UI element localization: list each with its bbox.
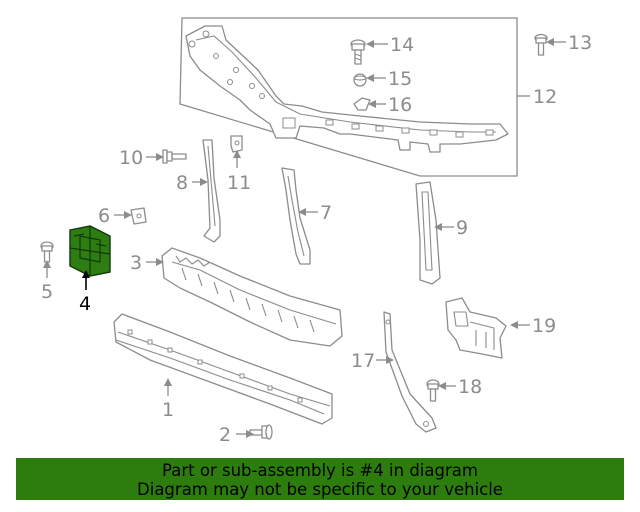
part-14-bolt[interactable]: [350, 39, 366, 65]
svg-text:8: 8: [176, 172, 188, 194]
banner-line-2: Diagram may not be specific to your vehi…: [137, 480, 503, 499]
part-6-clip[interactable]: [130, 207, 147, 225]
callout-2: 2: [219, 424, 254, 446]
part-3-energy-absorber[interactable]: [161, 247, 343, 347]
part-15-nut[interactable]: [353, 73, 367, 87]
svg-text:1: 1: [162, 399, 174, 421]
part-17-bracket[interactable]: [383, 311, 437, 433]
callout-18: 18: [438, 376, 482, 398]
callout-14: 14: [366, 34, 414, 56]
part-13-bolt[interactable]: [534, 33, 548, 56]
part-19-side-bracket[interactable]: [445, 297, 507, 359]
callout-6: 6: [98, 205, 132, 227]
part-18-bolt[interactable]: [426, 379, 440, 402]
part-8-bracket[interactable]: [202, 139, 221, 243]
part-11-bracket[interactable]: [230, 135, 243, 153]
callout-4-highlighted: 4: [79, 270, 91, 315]
part-5-screw[interactable]: [40, 241, 54, 263]
svg-text:14: 14: [390, 34, 414, 56]
callout-15: 15: [366, 68, 412, 90]
callout-5: 5: [41, 260, 53, 303]
svg-text:5: 5: [41, 281, 53, 303]
callout-9: 9: [434, 217, 468, 239]
part-12-inset-box: [179, 17, 530, 177]
callout-12: 12: [533, 86, 557, 108]
callout-7: 7: [298, 202, 332, 224]
svg-text:6: 6: [98, 205, 110, 227]
svg-text:7: 7: [320, 202, 332, 224]
callout-13: 13: [546, 32, 592, 54]
part-16-clip[interactable]: [353, 97, 371, 111]
callout-8: 8: [176, 172, 208, 194]
banner-line-1: Part or sub-assembly is #4 in diagram: [162, 461, 478, 480]
svg-text:12: 12: [533, 86, 557, 108]
part-1-bumper-reinforcement[interactable]: [113, 313, 333, 425]
svg-text:10: 10: [119, 147, 143, 169]
callout-10: 10: [119, 147, 164, 169]
svg-text:11: 11: [227, 172, 251, 194]
part-2-bolt[interactable]: [249, 424, 273, 440]
part-10-bolt[interactable]: [162, 149, 187, 164]
svg-text:2: 2: [219, 424, 231, 446]
svg-text:3: 3: [130, 252, 142, 274]
svg-text:15: 15: [388, 68, 412, 90]
svg-text:19: 19: [532, 315, 556, 337]
svg-text:4: 4: [79, 293, 91, 315]
svg-text:16: 16: [388, 94, 412, 116]
callout-19: 19: [510, 315, 556, 337]
part-9-support[interactable]: [415, 181, 441, 285]
svg-text:17: 17: [351, 350, 375, 372]
parts-diagram: 14 15 16 12 13 10 11 8 7 9: [40, 17, 592, 446]
svg-text:9: 9: [456, 217, 468, 239]
callout-1: 1: [162, 378, 174, 421]
callout-3: 3: [130, 252, 164, 274]
info-banner: Part or sub-assembly is #4 in diagram Di…: [16, 458, 624, 500]
callout-16: 16: [368, 94, 412, 116]
part-12-upper-tie-bar[interactable]: [185, 25, 509, 153]
callout-17: 17: [351, 350, 394, 372]
svg-text:13: 13: [568, 32, 592, 54]
part-7-support[interactable]: [281, 167, 311, 265]
svg-text:18: 18: [458, 376, 482, 398]
part-4-bracket-highlighted[interactable]: [69, 225, 111, 277]
callout-11: 11: [227, 150, 251, 194]
